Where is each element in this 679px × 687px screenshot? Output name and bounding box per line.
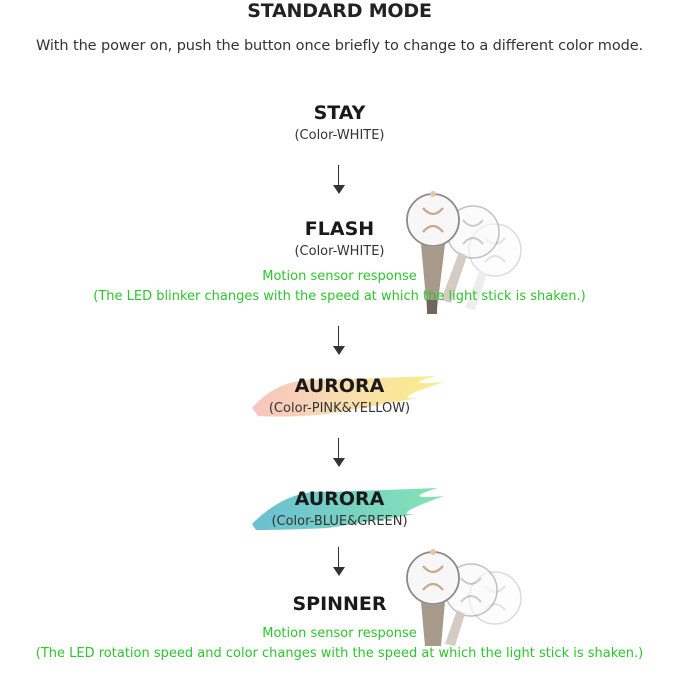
mode-aurora-pink-color: (Color-PINK&YELLOW) <box>268 401 411 416</box>
arrow-down-icon <box>333 438 345 468</box>
spinner-motion-desc: (The LED rotation speed and color change… <box>35 646 644 661</box>
mode-spinner-name: SPINNER <box>292 593 387 615</box>
mode-aurora-pink-name: AURORA <box>294 375 385 397</box>
page-title: STANDARD MODE <box>247 0 432 22</box>
mode-flash-color: (Color-WHITE) <box>294 244 385 259</box>
brush-stroke-icon <box>252 488 444 530</box>
arrow-down-icon <box>333 326 345 356</box>
light-stick-icon <box>406 191 522 314</box>
flash-motion-desc: (The LED blinker changes with the speed … <box>93 289 586 304</box>
light-stick-icon <box>406 549 522 646</box>
brush-stroke-icon <box>252 376 444 417</box>
spinner-motion-title: Motion sensor response <box>262 626 417 641</box>
mode-stay-color: (Color-WHITE) <box>294 128 385 143</box>
page-subtitle: With the power on, push the button once … <box>35 38 644 54</box>
mode-flash-name: FLASH <box>304 218 375 240</box>
mode-aurora-blue-name: AURORA <box>294 488 385 510</box>
mode-stay-name: STAY <box>313 102 366 124</box>
arrow-down-icon <box>333 165 345 195</box>
arrow-down-icon <box>333 547 345 577</box>
mode-aurora-blue-color: (Color-BLUE&GREEN) <box>271 514 408 529</box>
flash-motion-title: Motion sensor response <box>262 269 417 284</box>
